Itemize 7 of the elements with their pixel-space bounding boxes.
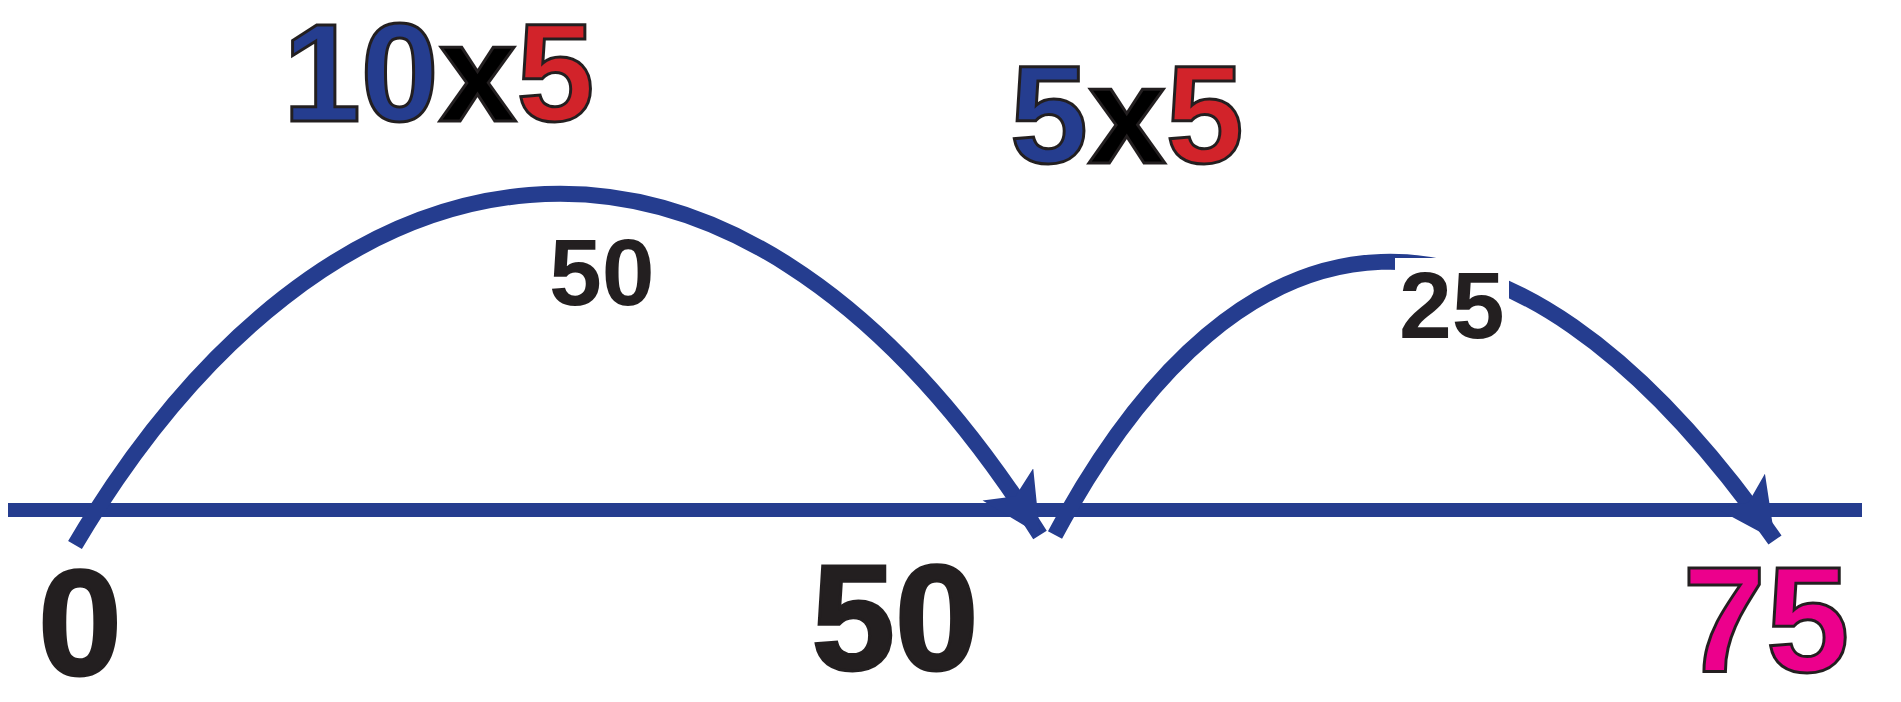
number-label: 75 [1682, 545, 1850, 695]
jump-arrow [68, 187, 1047, 550]
jump-arrow [1048, 254, 1782, 545]
number-label: 0 [38, 547, 122, 698]
number-label: 50 [811, 542, 979, 693]
multiplication-label: 5x5 [1010, 45, 1244, 185]
multiplication-label: 10x5 [283, 3, 595, 143]
